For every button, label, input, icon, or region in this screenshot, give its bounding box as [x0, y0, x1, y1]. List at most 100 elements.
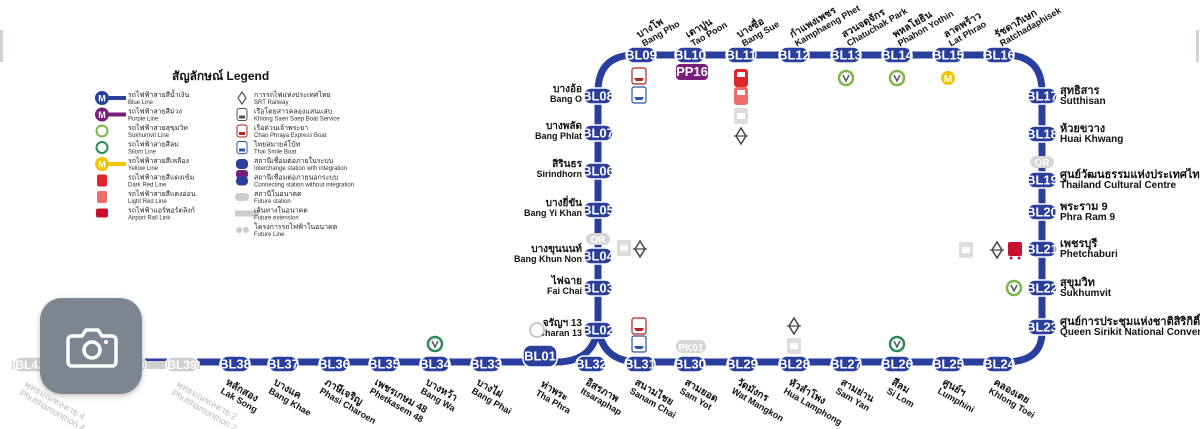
station-badge-bl06[interactable]: BL06	[582, 162, 614, 180]
svg-text:M: M	[98, 110, 106, 120]
legend-label-th: รถไฟฟ้าแอร์พอร์ตลิงก์	[128, 206, 195, 215]
station-name-th: บางยี่ขัน	[546, 195, 583, 209]
legend-symbol-future-ext	[235, 210, 259, 217]
station-code: BL11	[725, 48, 756, 63]
station-code: BL23	[1026, 320, 1058, 335]
legend-symbol-rail	[97, 191, 107, 203]
station-name-th: พระราม 9	[1060, 201, 1108, 213]
legend-label-en: Khlong Saen Saep Boat Service	[254, 117, 340, 123]
legend-label-th: รถไฟฟ้าสายสีแดงเข้ม	[128, 173, 194, 182]
station-badge-bl08[interactable]: BL08	[582, 87, 614, 105]
interchange-badge-purple-line[interactable]: PP16	[676, 64, 708, 80]
station-badge-bl20[interactable]: BL20	[1026, 203, 1058, 221]
station-code: BL33	[470, 357, 502, 372]
station-badge-bl16[interactable]: BL16	[983, 46, 1015, 64]
station-badge-bl35[interactable]: BL35	[368, 355, 400, 373]
station-code: BL16	[983, 48, 1015, 63]
station-code: BL24	[983, 357, 1016, 372]
legend-label-en: Dark Red Line	[128, 183, 167, 189]
sukhumvit-line-icon-bl22	[1005, 279, 1023, 297]
station-code: BL28	[778, 357, 810, 372]
station-badge-bl22[interactable]: BL22	[1026, 279, 1058, 297]
station-badge-bl11[interactable]: BL11	[725, 46, 757, 64]
dark-red-line-icon	[734, 69, 748, 87]
legend-label-en: Blue Line	[128, 100, 154, 106]
visual-search-button[interactable]	[40, 298, 142, 394]
station-badge-bl32[interactable]: BL32	[575, 355, 607, 373]
station-badge-bl28[interactable]: BL28	[778, 355, 810, 373]
right-edge-indicator	[1196, 30, 1199, 62]
station-name-th: จรัญฯ 13	[543, 317, 583, 329]
station-badge-bl13[interactable]: BL13	[830, 46, 862, 64]
station-name-en: Sirindhorn	[537, 169, 583, 179]
station-badge-bl26[interactable]: BL26	[881, 355, 913, 373]
station-name-en: Thailand Cultural Centre	[1060, 180, 1177, 191]
legend-label-th: ไทยสมายล์โบ้ท	[253, 140, 301, 149]
station-badge-bl23[interactable]: BL23	[1026, 318, 1058, 336]
station-badge-bl36[interactable]: BL36	[318, 355, 350, 373]
station-badge-bl33[interactable]: BL33	[470, 355, 502, 373]
station-code: BL30	[674, 357, 706, 372]
station-code: BL22	[1026, 281, 1058, 296]
legend-label-en: SRT Railway	[254, 100, 288, 106]
station-code: BL13	[830, 48, 862, 63]
sukhumvit-line-icon-bl14	[888, 69, 906, 87]
svg-text:M: M	[98, 94, 106, 104]
station-badge-bl02[interactable]: BL02	[582, 321, 614, 339]
station-badge-bl30[interactable]: BL30	[674, 355, 706, 373]
station-badge-bl19[interactable]: BL19	[1026, 171, 1058, 189]
station-badge-bl12[interactable]: BL12	[778, 46, 810, 64]
station-name-en: Phra Ram 9	[1060, 212, 1115, 223]
legend-label-en: Future Line	[254, 232, 285, 238]
station-badge-bl01[interactable]: BL01	[522, 344, 558, 368]
station-name-en: Bang Yi Khan	[524, 208, 582, 218]
station-label: บางไผ่Bang Phai	[470, 375, 513, 416]
sukhumvit-line-icon-bl13	[837, 69, 855, 87]
station-code: BL37	[267, 357, 299, 372]
station-badge-bl03[interactable]: BL03	[582, 279, 614, 297]
station-badge-bl29[interactable]: BL29	[726, 355, 758, 373]
station-badge-bl34[interactable]: BL34	[419, 355, 452, 373]
station-badge-bl21[interactable]: BL21	[1026, 240, 1058, 258]
station-badge-bl15[interactable]: BL15	[932, 46, 964, 64]
station-badge-bl10[interactable]: BL10	[674, 46, 706, 64]
future-station-icon-bl11	[734, 108, 748, 124]
future-station-bl39: BL39	[165, 356, 199, 373]
station-code: BL05	[582, 203, 614, 218]
station-badge-bl24[interactable]: BL24	[983, 355, 1016, 373]
srt-icon-bl21	[990, 240, 1004, 260]
station-badge-bl38[interactable]: BL38	[219, 355, 251, 373]
station-badge-bl31[interactable]: BL31	[624, 355, 656, 373]
station-badge-bl04[interactable]: BL04	[582, 247, 615, 265]
station-badge-bl14[interactable]: BL14	[881, 46, 914, 64]
station-badge-bl27[interactable]: BL27	[830, 355, 862, 373]
station-badge-bl18[interactable]: BL18	[1026, 125, 1058, 143]
station-badge-bl17[interactable]: BL17	[1026, 87, 1058, 105]
station-code: BL35	[368, 357, 400, 372]
station-name-en: Bang Phlat	[535, 131, 582, 141]
station-code: BL34	[419, 357, 452, 372]
legend-symbol-future-st	[235, 193, 249, 201]
station-badge-bl09[interactable]: BL09	[625, 46, 657, 64]
station-code: BL02	[582, 323, 614, 338]
legend-symbol-ring	[95, 124, 109, 138]
station-badge-bl25[interactable]: BL25	[932, 355, 964, 373]
station-badge-bl37[interactable]: BL37	[267, 355, 299, 373]
station-code: BL19	[1026, 173, 1058, 188]
station-name-th: บางอ้อ	[553, 83, 582, 95]
legend-symbol-tboat	[236, 141, 248, 154]
legend-symbol-line: M	[95, 157, 126, 171]
station-name-en: Sutthisan	[1060, 96, 1106, 107]
station-badge-bl07[interactable]: BL07	[582, 124, 614, 142]
station-name-en: Phetchaburi	[1060, 249, 1118, 260]
yellow-line-icon: M	[941, 71, 955, 85]
legend-symbol-connect	[236, 176, 248, 186]
station-badge-bl05[interactable]: BL05	[582, 201, 614, 219]
station-code: BL17	[1026, 89, 1058, 104]
